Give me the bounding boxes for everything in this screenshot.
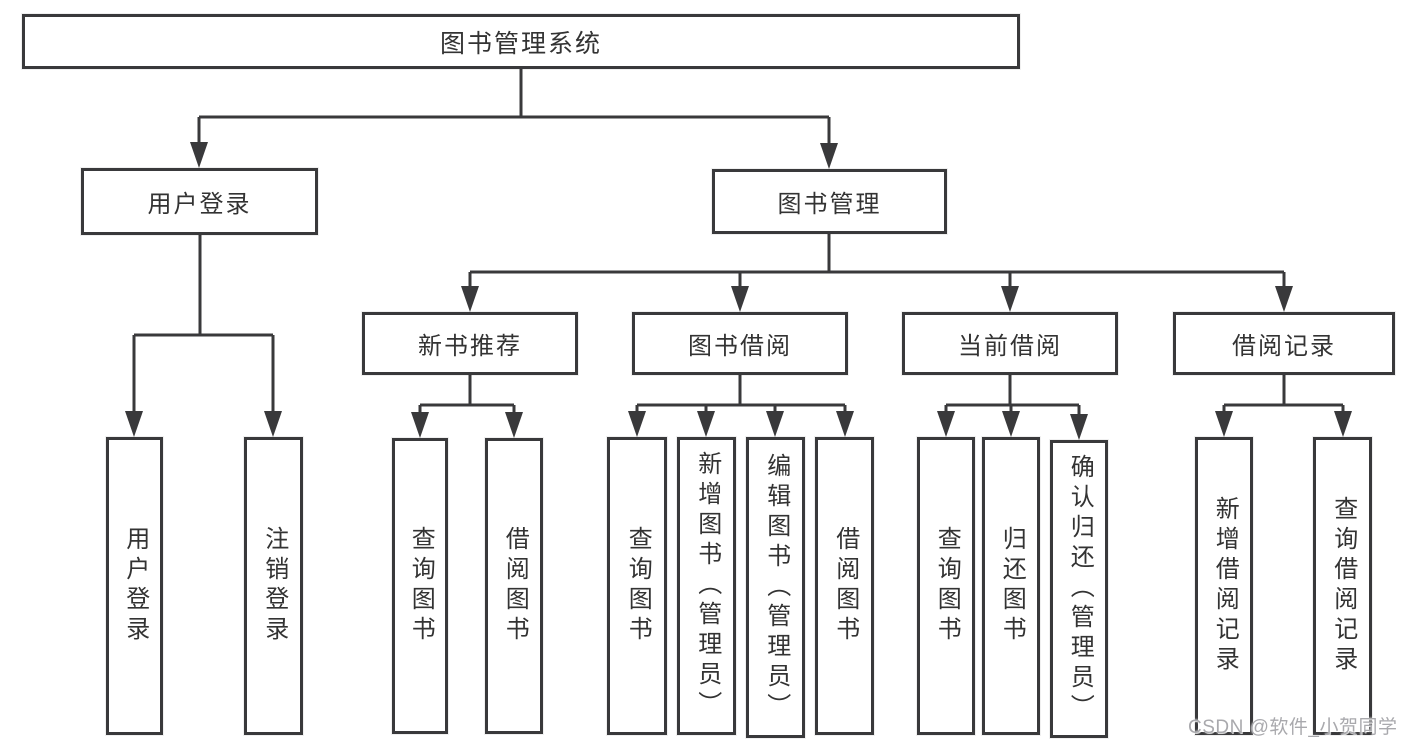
arrowhead [1001,286,1019,312]
arrowhead [1070,414,1088,440]
node-new-book-recommend: 新书推荐 [362,312,578,375]
node-leaf-newrec-query-books: 查询图书 [392,438,448,734]
connector-new-book-recommend-branch [411,375,523,438]
node-leaf-borrowing-edit-books-admin: 编辑图书（管理员） [746,437,805,738]
connector-root-to-level2 [190,69,838,169]
connector-book-borrowing-branch [628,375,854,437]
node-book-borrowing: 图书借阅 [632,312,848,375]
arrowhead [697,411,715,437]
connector-book-management-branch [461,234,1293,312]
arrowhead [1334,411,1352,437]
node-leaf-records-query-borrow-record: 查询借阅记录 [1313,437,1372,735]
csdn-watermark: CSDN @软件_小贺同学 [1188,717,1398,738]
node-root-library-management-system: 图书管理系统 [22,14,1020,69]
arrowhead [461,286,479,312]
arrowhead [190,142,208,168]
arrowhead [264,411,282,437]
arrowhead [1215,411,1233,437]
node-leaf-borrowing-add-books-admin: 新增图书（管理员） [677,437,736,735]
node-leaf-newrec-borrow-books: 借阅图书 [485,438,543,734]
arrowhead [1002,411,1020,437]
node-leaf-current-confirm-return-admin: 确认归还（管理员） [1050,440,1108,738]
connector-current-borrowing-branch [937,375,1088,440]
node-borrowing-records: 借阅记录 [1173,312,1395,375]
arrowhead [731,286,749,312]
arrowhead [766,411,784,437]
node-leaf-borrowing-query-books: 查询图书 [607,437,667,735]
arrowhead [125,411,143,437]
node-leaf-user-login: 用户登录 [106,437,163,735]
connector-user-login-branch [125,235,282,437]
node-current-borrowing: 当前借阅 [902,312,1118,375]
arrowhead [820,143,838,169]
node-leaf-records-add-borrow-record: 新增借阅记录 [1195,437,1253,735]
node-leaf-borrowing-borrow-books: 借阅图书 [815,437,874,735]
arrowhead [411,412,429,438]
arrowhead [836,411,854,437]
node-user-login-branch: 用户登录 [81,168,318,235]
arrowhead [937,411,955,437]
arrowhead [1275,286,1293,312]
node-book-management: 图书管理 [712,169,947,234]
connector-borrowing-records-branch [1215,375,1352,437]
arrowhead [505,412,523,438]
arrowhead [628,411,646,437]
node-leaf-current-return-books: 归还图书 [982,437,1040,735]
node-leaf-logout: 注销登录 [244,437,303,735]
node-leaf-current-query-books: 查询图书 [917,437,975,735]
